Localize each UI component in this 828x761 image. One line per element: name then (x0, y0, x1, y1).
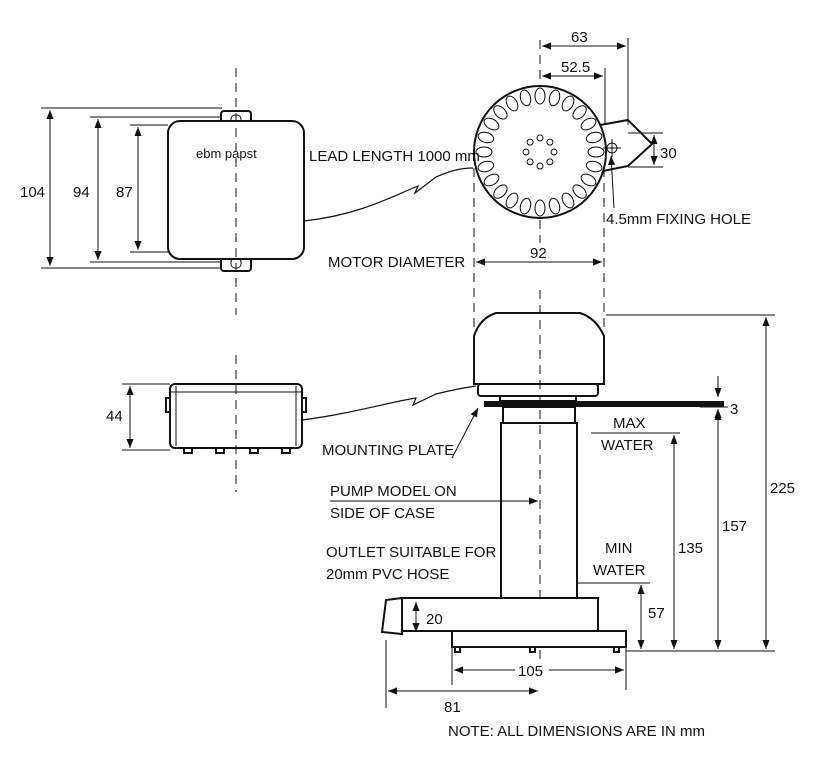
motor-centre-hole (546, 158, 554, 166)
motor-centre-hole (526, 138, 534, 146)
controller-box-side-view: 44 (104, 355, 477, 492)
motor-rim-scallop (477, 160, 495, 173)
pump-model-label-line2: SIDE OF CASE (330, 505, 435, 522)
motor-rim-scallop (483, 117, 500, 131)
pump-side-view (380, 290, 724, 680)
motor-rim-scallop (534, 199, 546, 217)
motor-rim-scallop (519, 197, 532, 215)
motor-centre-hole (522, 148, 530, 156)
dim-92: 92 (530, 245, 547, 262)
motor-rim-scallop (561, 192, 575, 209)
motor-rim-scallop (548, 89, 561, 107)
max-water-label-line1: MAX (613, 415, 646, 432)
pump-side-labels: MOUNTING PLATE PUMP MODEL ON SIDE OF CAS… (322, 407, 705, 740)
motor-centre-hole (536, 134, 544, 142)
motor-top-dimensions: 63 52.5 30 92 MOTOR DIAMETER (328, 29, 677, 330)
pump-model-label-line1: PUMP MODEL ON (330, 483, 457, 500)
pump-side-dimensions: 225 157 135 57 3 20 105 81 (385, 314, 802, 716)
dim-157: 157 (722, 518, 747, 535)
motor-rim-scallop (572, 105, 587, 120)
brand-label: ebm papst (196, 146, 257, 161)
dim-105: 105 (518, 663, 543, 680)
max-water-label-line2: WATER (601, 437, 654, 454)
dim-63: 63 (571, 29, 588, 46)
lead-length-label: LEAD LENGTH 1000 mm (309, 148, 480, 165)
controller-box-top-view: ebm papst (167, 68, 474, 315)
motor-rim-scallop (477, 131, 495, 144)
motor-centre-hole (546, 138, 554, 146)
min-water-label-line1: MIN (605, 540, 633, 557)
outlet-label-line2: 20mm PVC HOSE (326, 566, 449, 583)
motor-diameter-label: MOTOR DIAMETER (328, 254, 465, 271)
dim-52-5: 52.5 (561, 59, 590, 76)
outlet-label-line1: OUTLET SUITABLE FOR (326, 544, 496, 561)
motor-rim-scallop (475, 146, 493, 158)
motor-rim-scallop (493, 184, 508, 199)
note-label: NOTE: ALL DIMENSIONS ARE IN mm (448, 723, 705, 740)
motor-rim-scallop (572, 184, 587, 199)
motor-centre-hole (550, 148, 558, 156)
dim-94: 94 (73, 184, 90, 201)
motor-rim-scallop (519, 89, 532, 107)
dim-30: 30 (660, 145, 677, 162)
dim-225: 225 (770, 480, 795, 497)
motor-top-view: 4.5mm FIXING HOLE LEAD LENGTH 1000 mm (309, 40, 751, 255)
dim-87: 87 (116, 184, 133, 201)
motor-rim-scallop (585, 131, 603, 144)
dim-3: 3 (730, 401, 738, 418)
motor-rim-scallop (534, 87, 546, 105)
motor-rim-scallop (580, 173, 597, 187)
motor-rim-scallop (561, 95, 575, 112)
dim-81: 81 (444, 699, 461, 716)
motor-rim-scallop (585, 160, 603, 173)
dim-135: 135 (678, 540, 703, 557)
controller-dimensions: 104 94 87 (14, 107, 222, 269)
motor-rim-scallop (483, 173, 500, 187)
motor-centre-hole (526, 158, 534, 166)
motor-rim-scallop (505, 192, 519, 209)
motor-rim-scallop (548, 197, 561, 215)
dim-57: 57 (648, 605, 665, 622)
mounting-plate-label: MOUNTING PLATE (322, 442, 454, 459)
dim-44: 44 (106, 408, 123, 425)
motor-rim-scallop (580, 117, 597, 131)
motor-rim-scallop (505, 95, 519, 112)
fixing-hole-label: 4.5mm FIXING HOLE (606, 211, 751, 228)
motor-rim-scallop (493, 105, 508, 120)
motor-centre-hole (536, 162, 544, 170)
motor-rim-scallop (587, 146, 605, 158)
min-water-label-line2: WATER (593, 562, 646, 579)
dim-104: 104 (20, 184, 45, 201)
dim-20: 20 (426, 611, 443, 628)
